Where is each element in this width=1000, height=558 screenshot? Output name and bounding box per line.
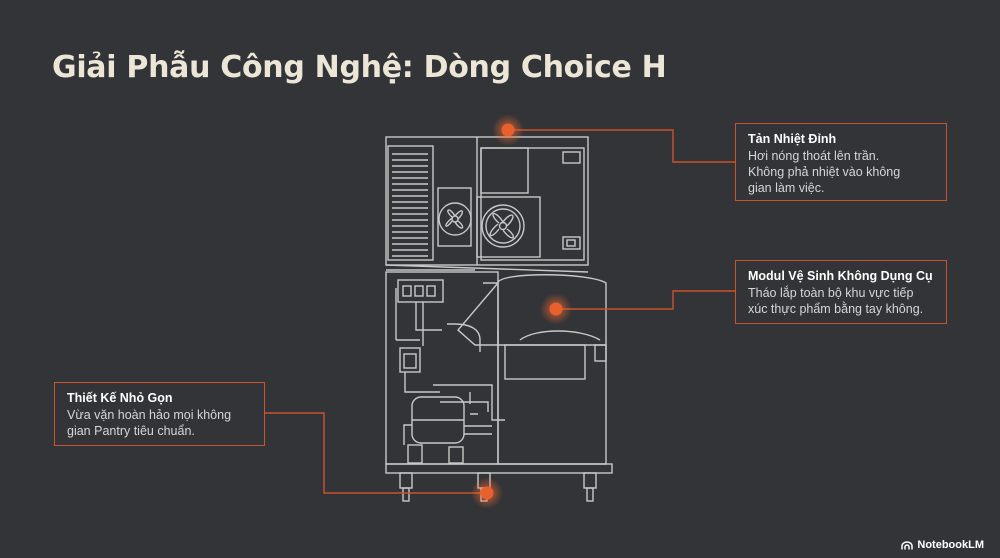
callout-line: xúc thực phẩm bằng tay không. xyxy=(748,302,924,316)
callout-line: Không phả nhiệt vào không xyxy=(748,165,901,179)
callout-text: Hơi nóng thoát lên trần. Không phả nhiệt… xyxy=(748,148,934,196)
callout-heading: Tản Nhiệt Đỉnh xyxy=(748,132,837,146)
fan-icon xyxy=(481,204,525,248)
callout-left-compact-design: Thiết Kế Nhỏ Gọn Vừa vặn hoàn hảo mọi kh… xyxy=(54,382,265,446)
callout-text: Tháo lắp toàn bộ khu vực tiếp xúc thực p… xyxy=(748,285,934,317)
brand-watermark: NotebookLM xyxy=(901,539,984,551)
fan-icon xyxy=(438,202,472,236)
notebooklm-logo-icon xyxy=(901,540,914,549)
refrigeration-compartment xyxy=(385,271,505,465)
callout-line: Tháo lắp toàn bộ khu vực tiếp xyxy=(748,286,914,300)
callout-heading: Thiết Kế Nhỏ Gọn xyxy=(67,391,173,405)
hotspot-marker-left xyxy=(471,477,503,509)
callout-line: gian làm việc. xyxy=(748,181,825,195)
leader-line-top xyxy=(508,129,735,163)
ice-maker-head xyxy=(385,136,589,273)
leader-line-middle xyxy=(556,290,735,310)
condenser-grille xyxy=(387,145,434,261)
callout-heading: Modul Vệ Sinh Không Dụng Cụ xyxy=(748,269,933,283)
callout-text: Vừa vặn hoàn hảo mọi không gian Pantry t… xyxy=(67,407,252,439)
callout-line: Vừa vặn hoàn hảo mọi không xyxy=(67,408,232,422)
leader-line-left xyxy=(265,412,487,494)
hotspot-marker-middle xyxy=(540,293,572,325)
callout-top-heat-exhaust: Tản Nhiệt Đỉnh Hơi nóng thoát lên trần. … xyxy=(735,123,947,201)
callout-line: gian Pantry tiêu chuẩn. xyxy=(67,424,195,438)
hotspot-marker-top xyxy=(492,114,524,146)
brand-name: NotebookLM xyxy=(917,539,984,551)
page-title: Giải Phẫu Công Nghệ: Dòng Choice H xyxy=(52,50,667,85)
ice-storage-bin xyxy=(457,274,607,465)
callout-middle-sanitation-module: Modul Vệ Sinh Không Dụng Cụ Tháo lắp toà… xyxy=(735,260,947,324)
callout-line: Hơi nóng thoát lên trần. xyxy=(748,149,880,163)
